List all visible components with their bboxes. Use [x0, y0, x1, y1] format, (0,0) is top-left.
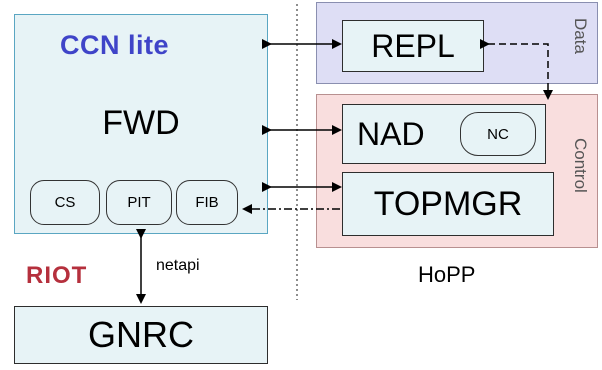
repl-module: REPL — [342, 20, 484, 72]
riot-logo: RIOT — [26, 262, 87, 290]
gnrc-module: GNRC — [14, 306, 268, 364]
hopp-label: HoPP — [418, 262, 476, 287]
nc-component: NC — [460, 112, 536, 156]
nad-label: NAD — [357, 115, 425, 152]
ccn-lite-logo: CCN lite — [60, 30, 169, 61]
riot-logo-text: RIOT — [26, 262, 88, 289]
cs-table: CS — [30, 180, 100, 225]
fwd-label: FWD — [102, 104, 180, 142]
topmgr-module: TOPMGR — [342, 172, 554, 236]
ccn-lite-logo-text: CCN lite — [60, 30, 170, 60]
repl-nad-arrow — [480, 39, 553, 100]
netapi-label: netapi — [156, 257, 200, 274]
fib-table: FIB — [176, 180, 238, 225]
pit-table: PIT — [106, 180, 172, 225]
